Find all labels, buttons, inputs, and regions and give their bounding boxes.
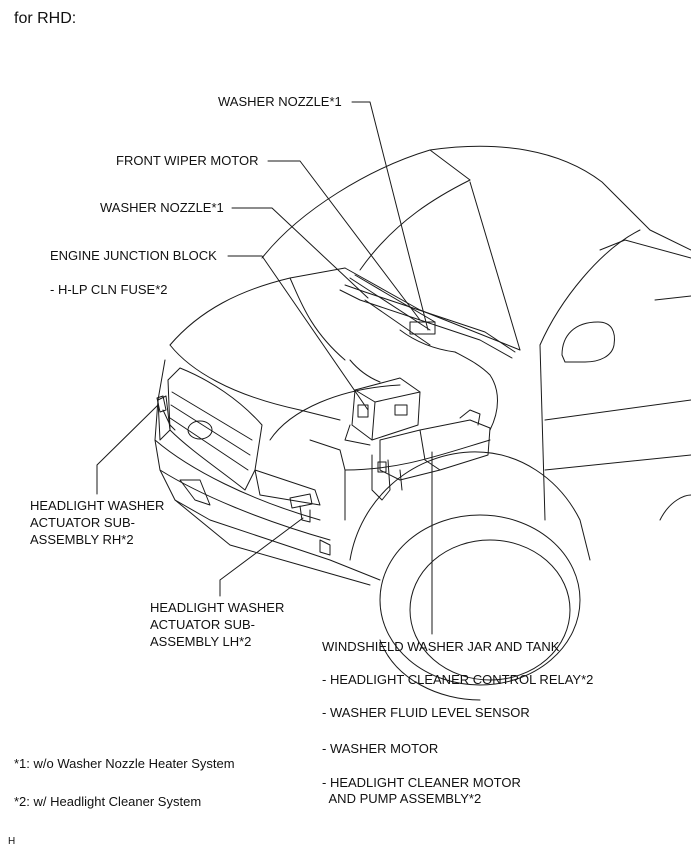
leader-lines bbox=[96, 101, 433, 635]
headlight-washer-lh bbox=[289, 493, 313, 523]
footnote-1: *1: w/o Washer Nozzle Heater System bbox=[14, 756, 235, 771]
figure-code: H bbox=[8, 836, 16, 847]
label-washer-nozzle-mid: WASHER NOZZLE*1 bbox=[100, 200, 224, 215]
headlight-washer-rh bbox=[156, 395, 176, 431]
label-washer-nozzle-top: WASHER NOZZLE*1 bbox=[218, 94, 342, 109]
label-engine-junction-block: ENGINE JUNCTION BLOCK bbox=[50, 248, 217, 263]
page-heading: for RHD: bbox=[14, 10, 77, 27]
footnote-2: *2: w/ Headlight Cleaner System bbox=[14, 794, 202, 809]
washer-jar bbox=[371, 409, 491, 501]
label-headlight-washer-rh: HEADLIGHT WASHER ACTUATOR SUB- ASSEMBLY … bbox=[30, 498, 165, 547]
vehicle-body bbox=[154, 145, 691, 701]
label-headlight-cleaner-motor: - HEADLIGHT CLEANER MOTOR AND PUMP ASSEM… bbox=[322, 775, 521, 806]
label-headlight-cleaner-relay: - HEADLIGHT CLEANER CONTROL RELAY*2 bbox=[322, 672, 594, 687]
label-hlp-cln-fuse: - H-LP CLN FUSE*2 bbox=[50, 282, 168, 297]
label-washer-motor: - WASHER MOTOR bbox=[322, 741, 439, 756]
label-front-wiper-motor: FRONT WIPER MOTOR bbox=[116, 153, 259, 168]
label-washer-fluid-level-sensor: - WASHER FLUID LEVEL SENSOR bbox=[322, 705, 530, 720]
label-headlight-washer-lh: HEADLIGHT WASHER ACTUATOR SUB- ASSEMBLY … bbox=[150, 600, 285, 649]
engine-junction-block bbox=[344, 377, 421, 446]
label-windshield-washer-jar: WINDSHIELD WASHER JAR AND TANK bbox=[322, 639, 560, 654]
